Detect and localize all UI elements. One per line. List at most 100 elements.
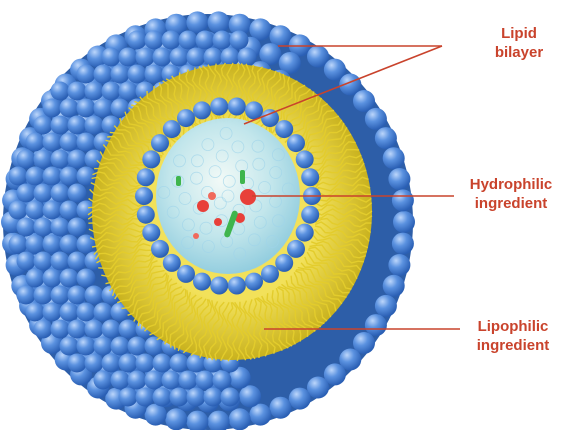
lipid-head-sphere	[136, 354, 155, 373]
lipid-head-sphere	[77, 337, 96, 356]
lipid-head-sphere	[287, 134, 305, 152]
lipid-head-sphere	[94, 99, 113, 118]
lipid-head-sphere	[193, 273, 211, 291]
green-particle	[240, 170, 245, 184]
lipid-head-sphere	[145, 31, 164, 50]
lipid-head-sphere	[153, 354, 172, 373]
lipid-head-sphere	[9, 201, 28, 220]
lipid-head-sphere	[34, 218, 53, 237]
lipid-head-sphere	[102, 82, 121, 101]
lipid-head-sphere	[296, 150, 314, 168]
lipid-head-sphere	[34, 150, 53, 169]
lipid-head-sphere	[287, 240, 305, 258]
lipid-head-sphere	[77, 235, 96, 254]
red-particle	[197, 200, 209, 212]
lipid-head-sphere	[162, 31, 181, 50]
lipid-head-sphere	[68, 82, 87, 101]
lipid-head-sphere	[165, 408, 187, 430]
lipid-head-sphere	[68, 150, 87, 169]
lipid-head-sphere	[193, 101, 211, 119]
lipid-head-sphere	[68, 320, 87, 339]
lipid-head-sphere	[34, 320, 53, 339]
lipid-head-sphere	[388, 254, 410, 276]
lipid-head-sphere	[145, 65, 164, 84]
green-particle	[176, 176, 181, 186]
lipid-head-sphere	[68, 218, 87, 237]
lipid-head-sphere	[60, 303, 79, 322]
lipid-head-sphere	[60, 167, 79, 186]
lipid-head-sphere	[179, 371, 198, 390]
lipid-head-sphere	[196, 371, 215, 390]
lipid-head-sphere	[245, 273, 263, 291]
lipid-head-sphere	[94, 303, 113, 322]
lipid-head-sphere	[375, 295, 397, 317]
lipid-head-sphere	[128, 65, 147, 84]
lipid-head-sphere	[85, 116, 104, 135]
lipid-head-sphere	[392, 189, 414, 211]
lipid-head-sphere	[17, 252, 36, 271]
lipid-head-sphere	[68, 184, 87, 203]
lipid-head-sphere	[301, 206, 319, 224]
lipid-head-sphere	[34, 286, 53, 305]
hydrophilic-label: Hydrophilic ingredient	[456, 175, 566, 213]
lipid-head-sphere	[43, 303, 62, 322]
lipid-head-sphere	[383, 147, 405, 169]
lipid-head-sphere	[307, 377, 329, 399]
lipid-head-sphere	[94, 65, 113, 84]
lipid-head-sphere	[119, 388, 138, 407]
lipid-head-sphere	[196, 31, 215, 50]
lipid-head-sphere	[77, 269, 96, 288]
lipid-head-sphere	[85, 82, 104, 101]
lipid-head-sphere	[275, 254, 293, 272]
lipid-head-sphere	[177, 265, 195, 283]
lipid-head-sphere	[186, 11, 208, 33]
lipid-head-sphere	[135, 187, 153, 205]
lipid-head-sphere	[26, 201, 45, 220]
lipid-head-sphere	[26, 235, 45, 254]
lipid-head-sphere	[142, 150, 160, 168]
lipid-head-sphere	[210, 277, 228, 295]
lipid-head-sphere	[34, 184, 53, 203]
lipid-head-sphere	[151, 134, 169, 152]
lipid-head-sphere	[213, 31, 232, 50]
lipid-bilayer-label: Lipid bilayer	[482, 24, 556, 62]
lipid-head-sphere	[26, 269, 45, 288]
lipid-head-sphere	[34, 116, 53, 135]
lipid-head-sphere	[26, 167, 45, 186]
lipid-head-sphere	[68, 286, 87, 305]
lipid-head-sphere	[26, 133, 45, 152]
lipid-head-sphere	[9, 167, 28, 186]
lipid-head-sphere	[51, 286, 70, 305]
lipid-head-sphere	[17, 218, 36, 237]
lipid-head-sphere	[9, 235, 28, 254]
lipid-head-sphere	[128, 371, 147, 390]
lipid-head-sphere	[102, 48, 121, 67]
hydrophilic-label-line1: Hydrophilic	[456, 175, 566, 194]
lipophilic-label-line2: ingredient	[462, 336, 564, 355]
lipid-head-sphere	[179, 31, 198, 50]
lipid-head-sphere	[119, 48, 138, 67]
lipid-head-sphere	[136, 388, 155, 407]
lipid-head-sphere	[26, 303, 45, 322]
lipid-head-sphere	[128, 31, 147, 50]
lipid-head-sphere	[119, 82, 138, 101]
lipid-head-sphere	[51, 150, 70, 169]
lipid-head-sphere	[68, 252, 87, 271]
lipid-head-sphere	[111, 337, 130, 356]
lipid-head-sphere	[77, 303, 96, 322]
lipid-head-sphere	[162, 371, 181, 390]
lipid-head-sphere	[204, 48, 223, 67]
lipid-head-sphere	[353, 90, 375, 112]
lipid-head-sphere	[77, 65, 96, 84]
lipid-head-sphere	[163, 120, 181, 138]
lipid-head-sphere	[17, 184, 36, 203]
lipid-head-sphere	[245, 101, 263, 119]
red-particle	[240, 189, 256, 205]
lipid-head-sphere	[388, 168, 410, 190]
lipid-head-sphere	[51, 320, 70, 339]
lipid-head-sphere	[142, 224, 160, 242]
lipid-bilayer-label-line1: Lipid	[482, 24, 556, 43]
lipid-head-sphere	[102, 320, 121, 339]
lipid-head-sphere	[137, 206, 155, 224]
